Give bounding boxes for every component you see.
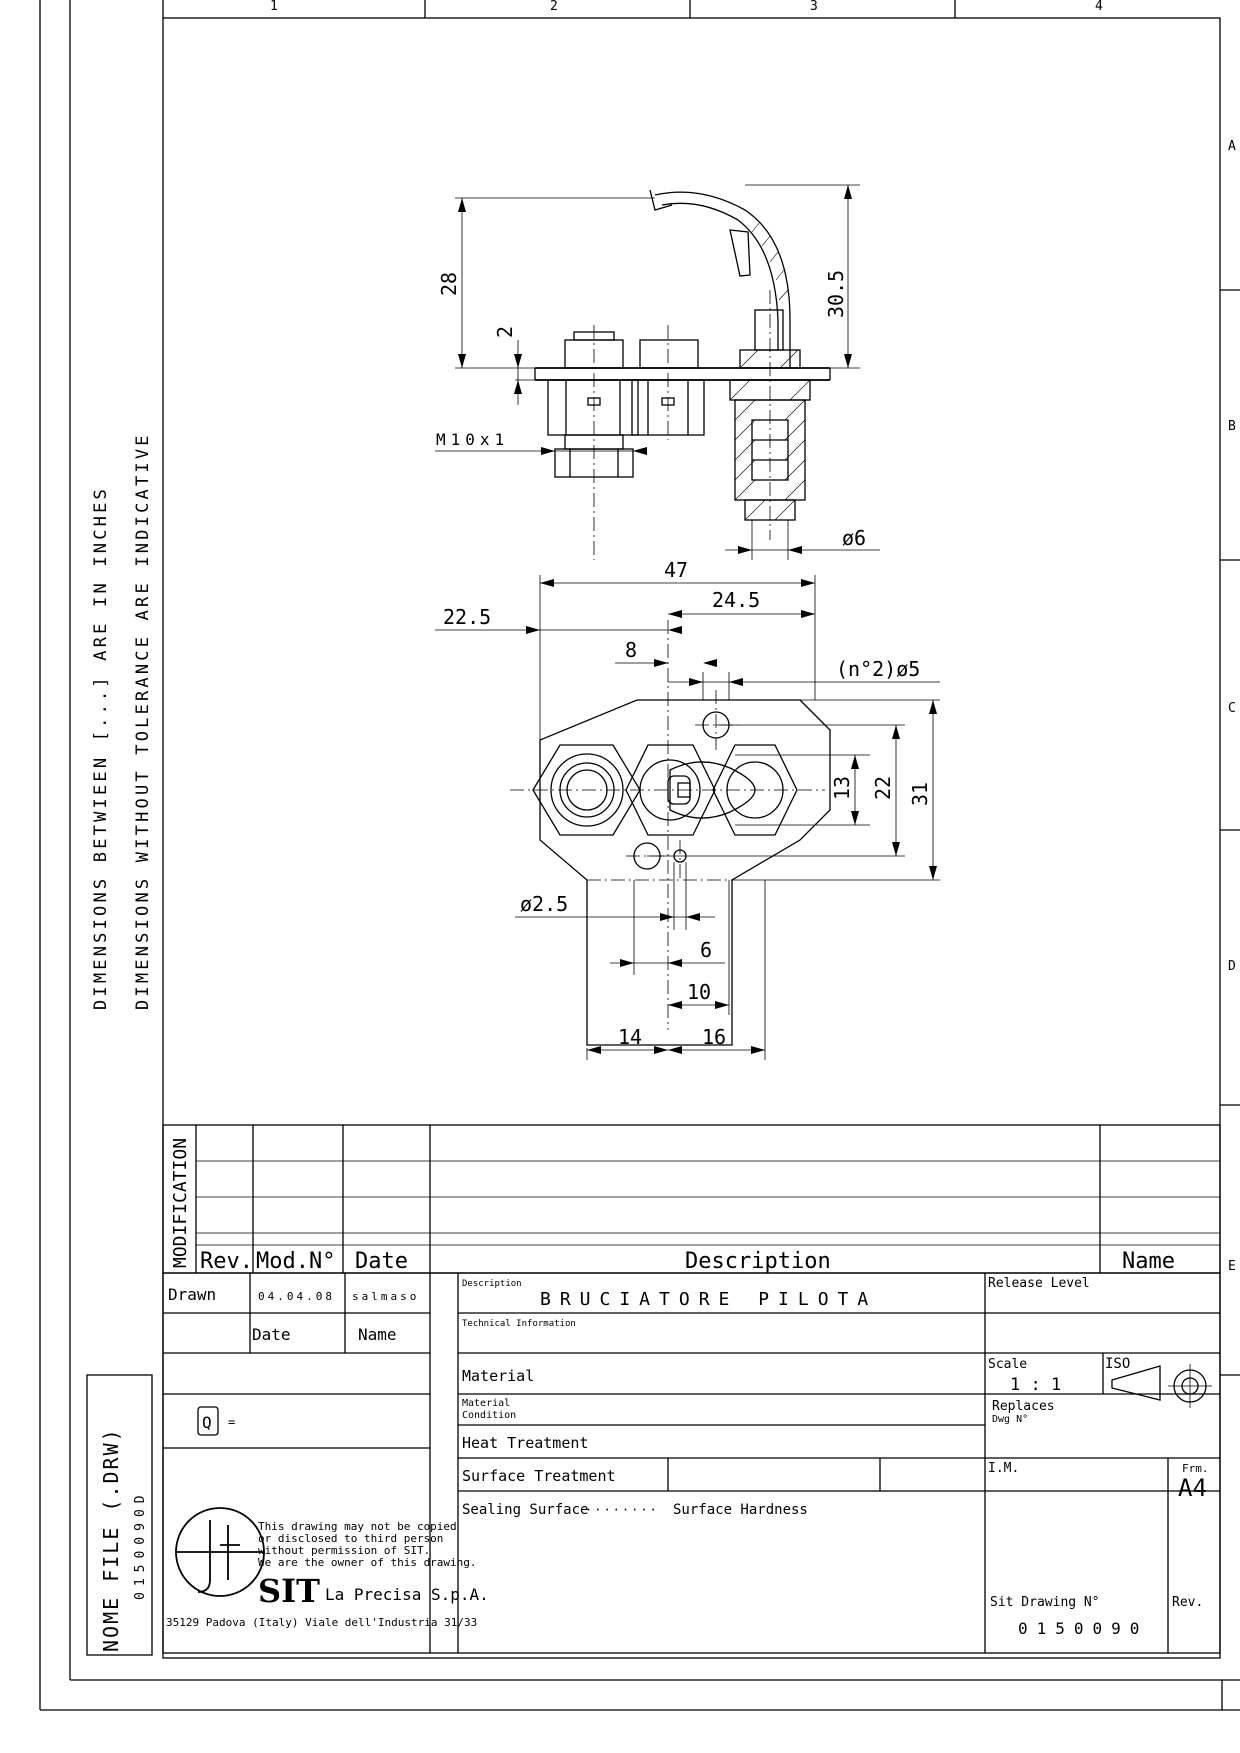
tolerance-note: DIMENSIONS WITHOUT TOLERANCE ARE INDICAT… bbox=[133, 432, 153, 1010]
hood-hatch bbox=[751, 221, 789, 301]
drawn-label: Drawn bbox=[168, 1285, 216, 1304]
dwg-label: Dwg N° bbox=[992, 1414, 1028, 1425]
column-label: 4 bbox=[1095, 0, 1103, 14]
dim-10: 10 bbox=[687, 980, 711, 1004]
header-name: Name bbox=[1122, 1249, 1175, 1274]
name-label: Name bbox=[358, 1325, 397, 1344]
dim-8: 8 bbox=[625, 638, 637, 662]
dim-6: 6 bbox=[700, 938, 712, 962]
scale-label: Scale bbox=[988, 1357, 1027, 1372]
sheet-frame bbox=[39, 0, 1240, 1711]
dim-2: 2 bbox=[493, 326, 517, 338]
header-rev: Rev. bbox=[200, 1249, 253, 1274]
dim-22-5: 22.5 bbox=[443, 605, 491, 629]
dim-thread: M10x1 bbox=[436, 430, 509, 449]
technical-info-label: Technical Information bbox=[462, 1319, 576, 1329]
header-mod: Mod.N° bbox=[256, 1249, 335, 1274]
column-label: 3 bbox=[810, 0, 818, 14]
row-label: E bbox=[1228, 1259, 1236, 1274]
front-view bbox=[510, 620, 831, 1046]
dim-16: 16 bbox=[702, 1025, 726, 1049]
material-condition-label: Material Condition bbox=[462, 1398, 516, 1421]
q-value: = bbox=[228, 1415, 235, 1429]
company-address: 35129 Padova (Italy) Viale dell'Industri… bbox=[166, 1616, 477, 1629]
sit-drawing-number: 0150090 bbox=[1018, 1619, 1148, 1638]
sit-drawing-label: Sit Drawing N° bbox=[990, 1595, 1100, 1610]
drawn-name: salmaso bbox=[352, 1290, 419, 1303]
notice-line-4: We are the owner of this drawing. bbox=[258, 1556, 477, 1569]
company-name: La Precisa S.p.A. bbox=[325, 1585, 489, 1604]
column-label: 1 bbox=[270, 0, 278, 14]
column-label: 2 bbox=[550, 0, 558, 14]
company-logo-text: SIT bbox=[258, 1572, 320, 1610]
date-label: Date bbox=[252, 1325, 291, 1344]
dim-31: 31 bbox=[908, 782, 932, 806]
file-label: NOME FILE (.DRW) bbox=[99, 1427, 123, 1652]
surface-treatment-label: Surface Treatment bbox=[462, 1467, 616, 1485]
heat-treatment-label: Heat Treatment bbox=[462, 1434, 588, 1452]
dim-14: 14 bbox=[618, 1025, 642, 1049]
frm-label: Frm. bbox=[1182, 1462, 1209, 1475]
sealing-dots: ········ bbox=[585, 1503, 659, 1517]
dim-47: 47 bbox=[664, 558, 688, 582]
drawn-date: 04.04.08 bbox=[258, 1290, 335, 1303]
description-label: Description bbox=[462, 1279, 522, 1289]
sealing-surface-label: Sealing Surface bbox=[462, 1502, 588, 1518]
scale-value: 1 : 1 bbox=[1010, 1375, 1061, 1395]
q-symbol: Q bbox=[202, 1413, 212, 1432]
surface-hardness-label: Surface Hardness bbox=[673, 1502, 808, 1518]
modification-table: MODIFICATION Rev. Mod.N° Date Descriptio… bbox=[162, 1124, 1221, 1274]
notice-line-3: without permission of SIT. bbox=[258, 1544, 430, 1557]
header-description: Description bbox=[685, 1249, 831, 1274]
dim-30-5: 30.5 bbox=[824, 270, 848, 318]
modification-label: MODIFICATION bbox=[170, 1138, 191, 1268]
row-label: D bbox=[1228, 959, 1236, 974]
material-condition-line2: Condition bbox=[462, 1410, 516, 1421]
replaces-label: Replaces bbox=[992, 1399, 1055, 1414]
inches-note: DIMENSIONS BETWIEEN [...] ARE IN INCHES bbox=[91, 486, 111, 1010]
dim-dia-6: ø6 bbox=[842, 526, 866, 550]
side-view bbox=[534, 189, 831, 560]
dim-22: 22 bbox=[871, 776, 895, 800]
release-level-label: Release Level bbox=[988, 1276, 1090, 1291]
file-name-box: NOME FILE (.DRW) 0150090D bbox=[86, 1374, 153, 1656]
dim-24-5: 24.5 bbox=[712, 588, 760, 612]
description-value: BRUCIATORE PILOTA bbox=[540, 1289, 877, 1310]
title-block: Drawn 04.04.08 salmaso Date Name Q = Thi… bbox=[162, 1272, 1221, 1654]
dimension-lines bbox=[435, 184, 940, 1060]
notice-line-1: This drawing may not be copied bbox=[258, 1520, 457, 1533]
dim-13: 13 bbox=[830, 776, 854, 800]
im-label: I.M. bbox=[988, 1461, 1019, 1476]
material-label: Material bbox=[462, 1367, 534, 1385]
dimension-values: 28 2 30.5 M10x1 ø6 47 24.5 22.5 8 (n°2)ø… bbox=[436, 270, 932, 1049]
sit-logo bbox=[175, 1507, 265, 1597]
projection-symbol bbox=[1111, 1364, 1212, 1408]
frm-value: A4 bbox=[1178, 1474, 1207, 1502]
notice-line-2: or disclosed to third person bbox=[258, 1532, 443, 1545]
material-condition-line1: Material bbox=[462, 1398, 510, 1409]
dim-holes: (n°2)ø5 bbox=[836, 657, 920, 681]
iso-label: ISO bbox=[1105, 1356, 1130, 1372]
rev-label: Rev. bbox=[1172, 1595, 1203, 1610]
row-label: B bbox=[1228, 419, 1236, 434]
section-hatch bbox=[729, 349, 811, 521]
zone-grid-labels: 1 2 3 4 A B C D E bbox=[270, 0, 1236, 1274]
row-label: C bbox=[1228, 701, 1236, 716]
file-number: 0150090D bbox=[133, 1489, 148, 1600]
dim-dia-2-5: ø2.5 bbox=[520, 892, 568, 916]
row-label: A bbox=[1228, 139, 1236, 154]
dim-28: 28 bbox=[437, 272, 461, 296]
header-date: Date bbox=[355, 1249, 408, 1274]
side-notes: DIMENSIONS BETWIEEN [...] ARE IN INCHES … bbox=[91, 432, 153, 1010]
